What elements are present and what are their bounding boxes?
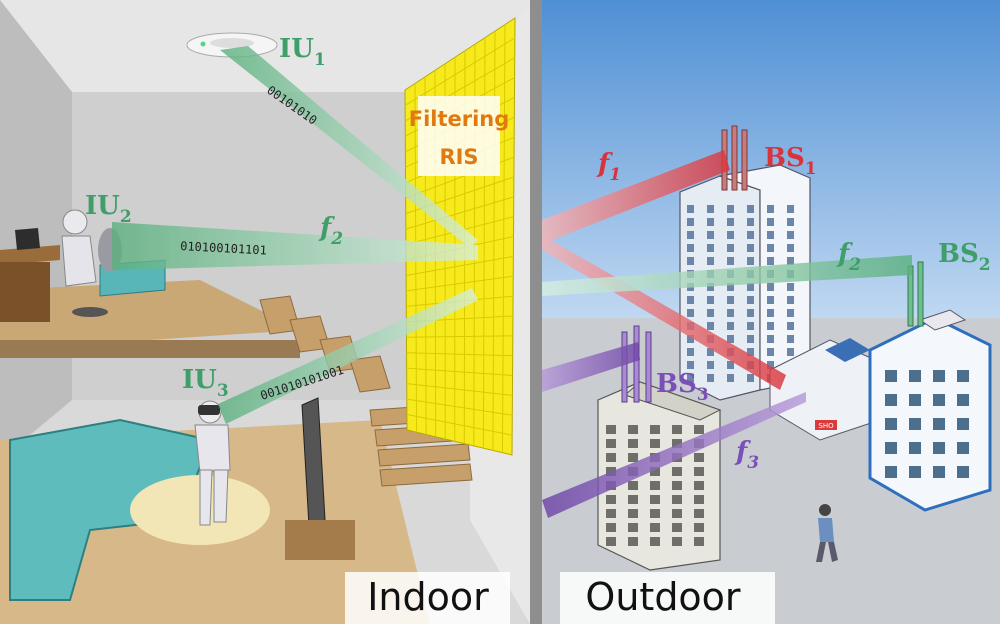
iu2-label: IU2 xyxy=(85,191,132,227)
ris-label-line1: Filtering xyxy=(409,107,510,131)
indoor-caption: Indoor xyxy=(367,575,489,619)
scene-divider xyxy=(530,0,542,624)
ris-label-line2: RIS xyxy=(439,145,478,169)
outdoor-freq-f2: f2 xyxy=(836,239,861,275)
bs2-label: BS2 xyxy=(938,239,991,275)
indoor-caption-bg xyxy=(345,572,510,624)
bs1-label: BS1 xyxy=(764,143,817,179)
bs3-label: BS3 xyxy=(656,369,709,405)
shop-sign: SHO xyxy=(818,422,834,430)
indoor-freq-f2: f2 xyxy=(318,213,343,249)
outdoor-freq-f3: f3 xyxy=(734,437,759,473)
bits-iu2: 010100101101 xyxy=(180,239,267,258)
indoor-beams xyxy=(112,46,478,424)
ris-label: Filtering RIS xyxy=(409,107,510,169)
outdoor-freq-f1: f1 xyxy=(596,149,621,185)
outdoor-beams xyxy=(542,150,912,518)
iu3-label: IU3 xyxy=(182,365,229,401)
outdoor-city xyxy=(542,0,1000,624)
outdoor-caption: Outdoor xyxy=(585,575,741,619)
iu1-label: IU1 xyxy=(279,34,326,70)
bs2-antenna xyxy=(907,261,924,327)
outdoor-caption-bg xyxy=(560,572,775,624)
bs3-antenna xyxy=(621,325,652,403)
